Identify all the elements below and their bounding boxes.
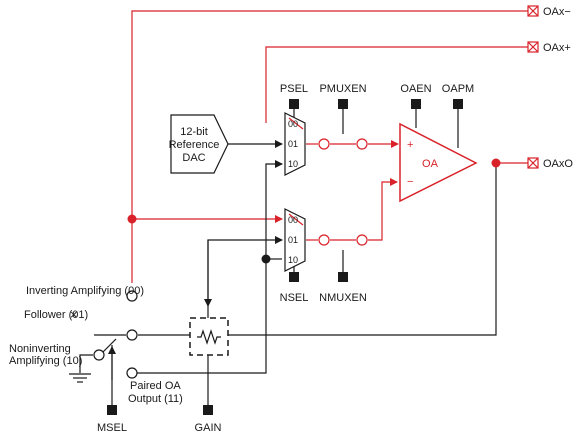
- oapm-label: OAPM: [442, 83, 474, 95]
- nmux-switch-circle-a: [318, 234, 330, 246]
- msel-control-square: [107, 405, 117, 415]
- control-squares: [107, 99, 463, 415]
- mode-noninverting-label-line2: Amplifying (10): [9, 355, 82, 367]
- noninverting-switch-circle: [93, 349, 105, 361]
- switch-circles: [93, 138, 368, 379]
- psel-label: PSEL: [280, 83, 308, 95]
- nmuxen-control-square: [338, 272, 348, 282]
- pin-label-oaxo: OAxO: [543, 158, 573, 170]
- negative-input-mux: 00 01 10: [284, 208, 306, 272]
- pin-label-oax-plus: OAx+: [543, 42, 571, 54]
- pmuxen-label: PMUXEN: [319, 83, 366, 95]
- mode-noninverting-label-line1: Noninverting: [9, 343, 71, 355]
- pmux-switch-circle-a: [318, 138, 330, 150]
- opamp-label: OA: [422, 158, 439, 170]
- pin-terminal-oax-minus: [527, 5, 539, 17]
- mode-paired-label-line2: Output (11): [128, 393, 183, 405]
- mode-follower-label: Follower (01): [24, 309, 88, 321]
- dac-label-line1: 12-bit: [180, 126, 208, 138]
- follower-x-mark: ×: [70, 307, 78, 322]
- nmuxen-label: NMUXEN: [319, 292, 367, 304]
- pin-terminal-oax-plus: [527, 41, 539, 53]
- pmux-input-10-label: 10: [288, 159, 298, 169]
- opamp-triangle: + − OA: [399, 122, 478, 203]
- reference-dac-block: 12-bit Reference DAC: [169, 114, 229, 174]
- junction-dot-red-output: [491, 158, 501, 168]
- pmux-input-00-label: 00: [288, 119, 298, 129]
- gain-label: GAIN: [195, 422, 222, 434]
- paired-switch-circle: [126, 367, 138, 379]
- pmux-switch-circle-b: [356, 138, 368, 150]
- junction-dot-red-left: [127, 214, 137, 224]
- junction-dot-black-nmux: [261, 254, 271, 264]
- nsel-control-square: [289, 272, 299, 282]
- pmux-input-01-label: 01: [288, 139, 298, 149]
- dac-label-line2: Reference: [169, 139, 220, 151]
- pin-label-oax-minus: OAx−: [543, 6, 571, 18]
- opamp-plus-sign: +: [407, 139, 413, 151]
- dac-label-line3: DAC: [182, 152, 205, 164]
- nmux-switch-circle-b: [356, 234, 368, 246]
- nsel-label: NSEL: [280, 292, 309, 304]
- nmux-input-10-label: 10: [288, 255, 298, 265]
- mode-paired-label-line1: Paired OA: [130, 380, 181, 392]
- gain-control-square: [203, 405, 213, 415]
- oapm-control-square: [453, 99, 463, 109]
- opamp-minus-sign: −: [407, 176, 413, 188]
- nmux-input-00-label: 00: [288, 215, 298, 225]
- positive-input-mux: 00 01 10: [284, 112, 306, 176]
- psel-control-square: [289, 99, 299, 109]
- oaen-control-square: [411, 99, 421, 109]
- pin-terminal-oaxo: [527, 157, 539, 169]
- msel-label: MSEL: [97, 422, 127, 434]
- mode-inverting-label: Inverting Amplifying (00): [26, 285, 144, 297]
- pmuxen-control-square: [338, 99, 348, 109]
- inverting-switch-circle: [126, 290, 138, 302]
- nmux-input-01-label: 01: [288, 235, 298, 245]
- follower-switch-circle: [126, 329, 138, 341]
- gain-resistor-network: [189, 240, 229, 356]
- oaen-label: OAEN: [400, 83, 431, 95]
